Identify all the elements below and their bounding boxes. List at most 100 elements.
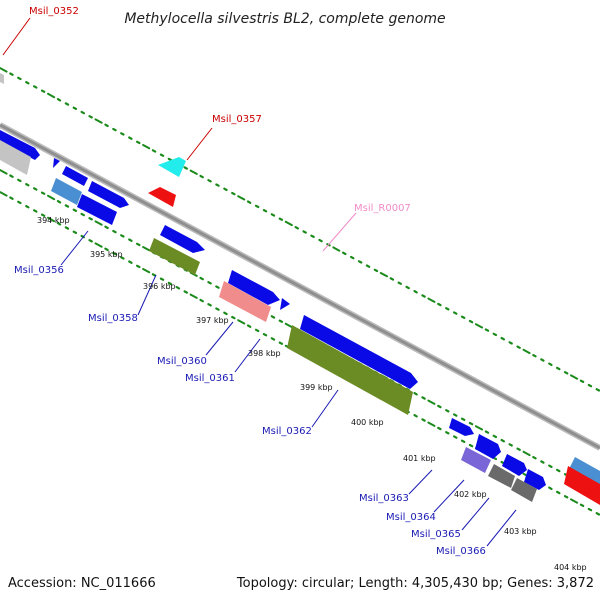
gene-feature[interactable] <box>511 478 537 502</box>
gene-feature[interactable] <box>502 454 527 476</box>
leader-line <box>60 230 89 266</box>
kbp-label: 399 kbp <box>300 383 333 392</box>
gene-features[interactable] <box>0 73 600 505</box>
tick-mark <box>207 303 212 307</box>
tick-mark <box>94 220 103 226</box>
tick-mark <box>555 490 561 495</box>
tick-mark <box>88 217 93 221</box>
tick-mark <box>56 200 62 204</box>
gene-label-msil-0352[interactable]: Msil_0352 <box>29 6 79 17</box>
gene-label-msil-0364[interactable]: Msil_0364 <box>386 512 436 523</box>
genome-backbone-core <box>0 123 600 450</box>
gene-feature[interactable] <box>149 238 200 275</box>
gene-feature[interactable] <box>53 158 60 168</box>
gene-feature[interactable] <box>228 270 280 305</box>
tick-mark <box>548 362 553 366</box>
gene-feature[interactable] <box>0 73 4 84</box>
tick-mark <box>254 328 260 333</box>
tick-mark <box>421 418 426 422</box>
tick-mark <box>17 178 22 183</box>
tick-mark <box>318 238 323 243</box>
tick-mark <box>421 294 426 298</box>
gene-label-msil-0361[interactable]: Msil_0361 <box>185 373 235 384</box>
tick-mark <box>151 149 157 153</box>
tick-mark <box>142 144 151 150</box>
tick-mark <box>570 374 579 380</box>
tick-mark <box>350 255 355 260</box>
tick-mark <box>136 140 141 145</box>
gene-labels[interactable]: Msil_0352 Msil_0357 Msil_R0007 Msil_0356… <box>14 6 486 557</box>
gene-feature[interactable] <box>461 447 491 473</box>
gene-label-msil-0357[interactable]: Msil_0357 <box>212 114 262 125</box>
gene-label-msil-0360[interactable]: Msil_0360 <box>157 356 207 367</box>
tick-mark <box>72 208 78 212</box>
gene-label-msil-0358[interactable]: Msil_0358 <box>88 313 138 324</box>
tick-mark <box>120 256 125 260</box>
leader-line <box>186 127 213 161</box>
tick-mark <box>310 234 315 238</box>
gene-feature[interactable] <box>88 181 129 208</box>
tick-mark <box>120 234 125 238</box>
gene-feature[interactable] <box>280 298 290 310</box>
gene-label-msil-0366[interactable]: Msil_0366 <box>436 546 486 557</box>
gene-feature[interactable] <box>0 130 40 160</box>
tick-mark <box>492 434 498 439</box>
gene-feature[interactable] <box>51 178 82 205</box>
tick-mark <box>56 222 62 226</box>
tick-mark <box>128 260 133 264</box>
tick-mark <box>120 132 125 136</box>
tick-mark <box>468 319 474 324</box>
tick-mark <box>548 464 553 468</box>
tick-mark <box>215 307 220 311</box>
gene-feature[interactable] <box>62 166 88 186</box>
gene-feature[interactable] <box>488 464 515 488</box>
tick-mark <box>223 311 228 316</box>
tick-mark <box>453 435 458 439</box>
tick-mark <box>128 136 133 140</box>
tick-mark <box>231 315 236 320</box>
gene-feature[interactable] <box>564 466 600 505</box>
tick-mark <box>508 341 513 345</box>
gene-feature[interactable] <box>524 469 546 490</box>
tick-mark <box>94 118 103 124</box>
gene-feature[interactable] <box>0 140 31 175</box>
gene-feature[interactable] <box>475 434 501 459</box>
gene-label-msil-0365[interactable]: Msil_0365 <box>411 529 461 540</box>
tick-mark <box>0 169 8 175</box>
gene-feature[interactable] <box>449 418 474 436</box>
leader-line <box>311 389 339 428</box>
tick-mark <box>104 123 109 128</box>
kbp-label: 394 kbp <box>37 216 70 225</box>
tick-mark <box>32 209 38 213</box>
gene-feature[interactable] <box>77 194 117 225</box>
tick-mark <box>468 421 474 426</box>
tick-mark <box>460 315 466 319</box>
gene-feature[interactable] <box>219 281 271 322</box>
gene-feature[interactable] <box>287 325 413 415</box>
tick-mark <box>516 345 521 349</box>
tick-mark <box>104 225 109 230</box>
gene-label-msil-0362[interactable]: Msil_0362 <box>262 426 312 437</box>
tick-mark <box>237 195 246 201</box>
gene-label-msil-0356[interactable]: Msil_0356 <box>14 265 64 276</box>
gene-feature[interactable] <box>148 187 176 207</box>
gene-feature[interactable] <box>300 315 418 389</box>
gene-label-msil-0363[interactable]: Msil_0363 <box>359 493 409 504</box>
tick-mark <box>151 273 157 277</box>
tick-mark <box>25 205 30 209</box>
gene-label-msil-r0007[interactable]: Msil_R0007 <box>354 203 411 214</box>
kbp-label: 404 kbp <box>554 563 587 572</box>
gene-feature[interactable] <box>160 225 205 253</box>
tick-mark <box>25 80 30 85</box>
tick-mark <box>379 272 388 278</box>
tick-mark <box>88 115 93 119</box>
tick-mark <box>445 409 450 413</box>
leader-line <box>234 338 261 373</box>
tick-mark <box>278 319 284 323</box>
gene-feature[interactable] <box>158 157 186 177</box>
tick-mark <box>56 97 62 102</box>
tick-mark <box>427 297 436 303</box>
tick-mark <box>207 281 212 285</box>
kbp-label: 395 kbp <box>90 250 123 259</box>
